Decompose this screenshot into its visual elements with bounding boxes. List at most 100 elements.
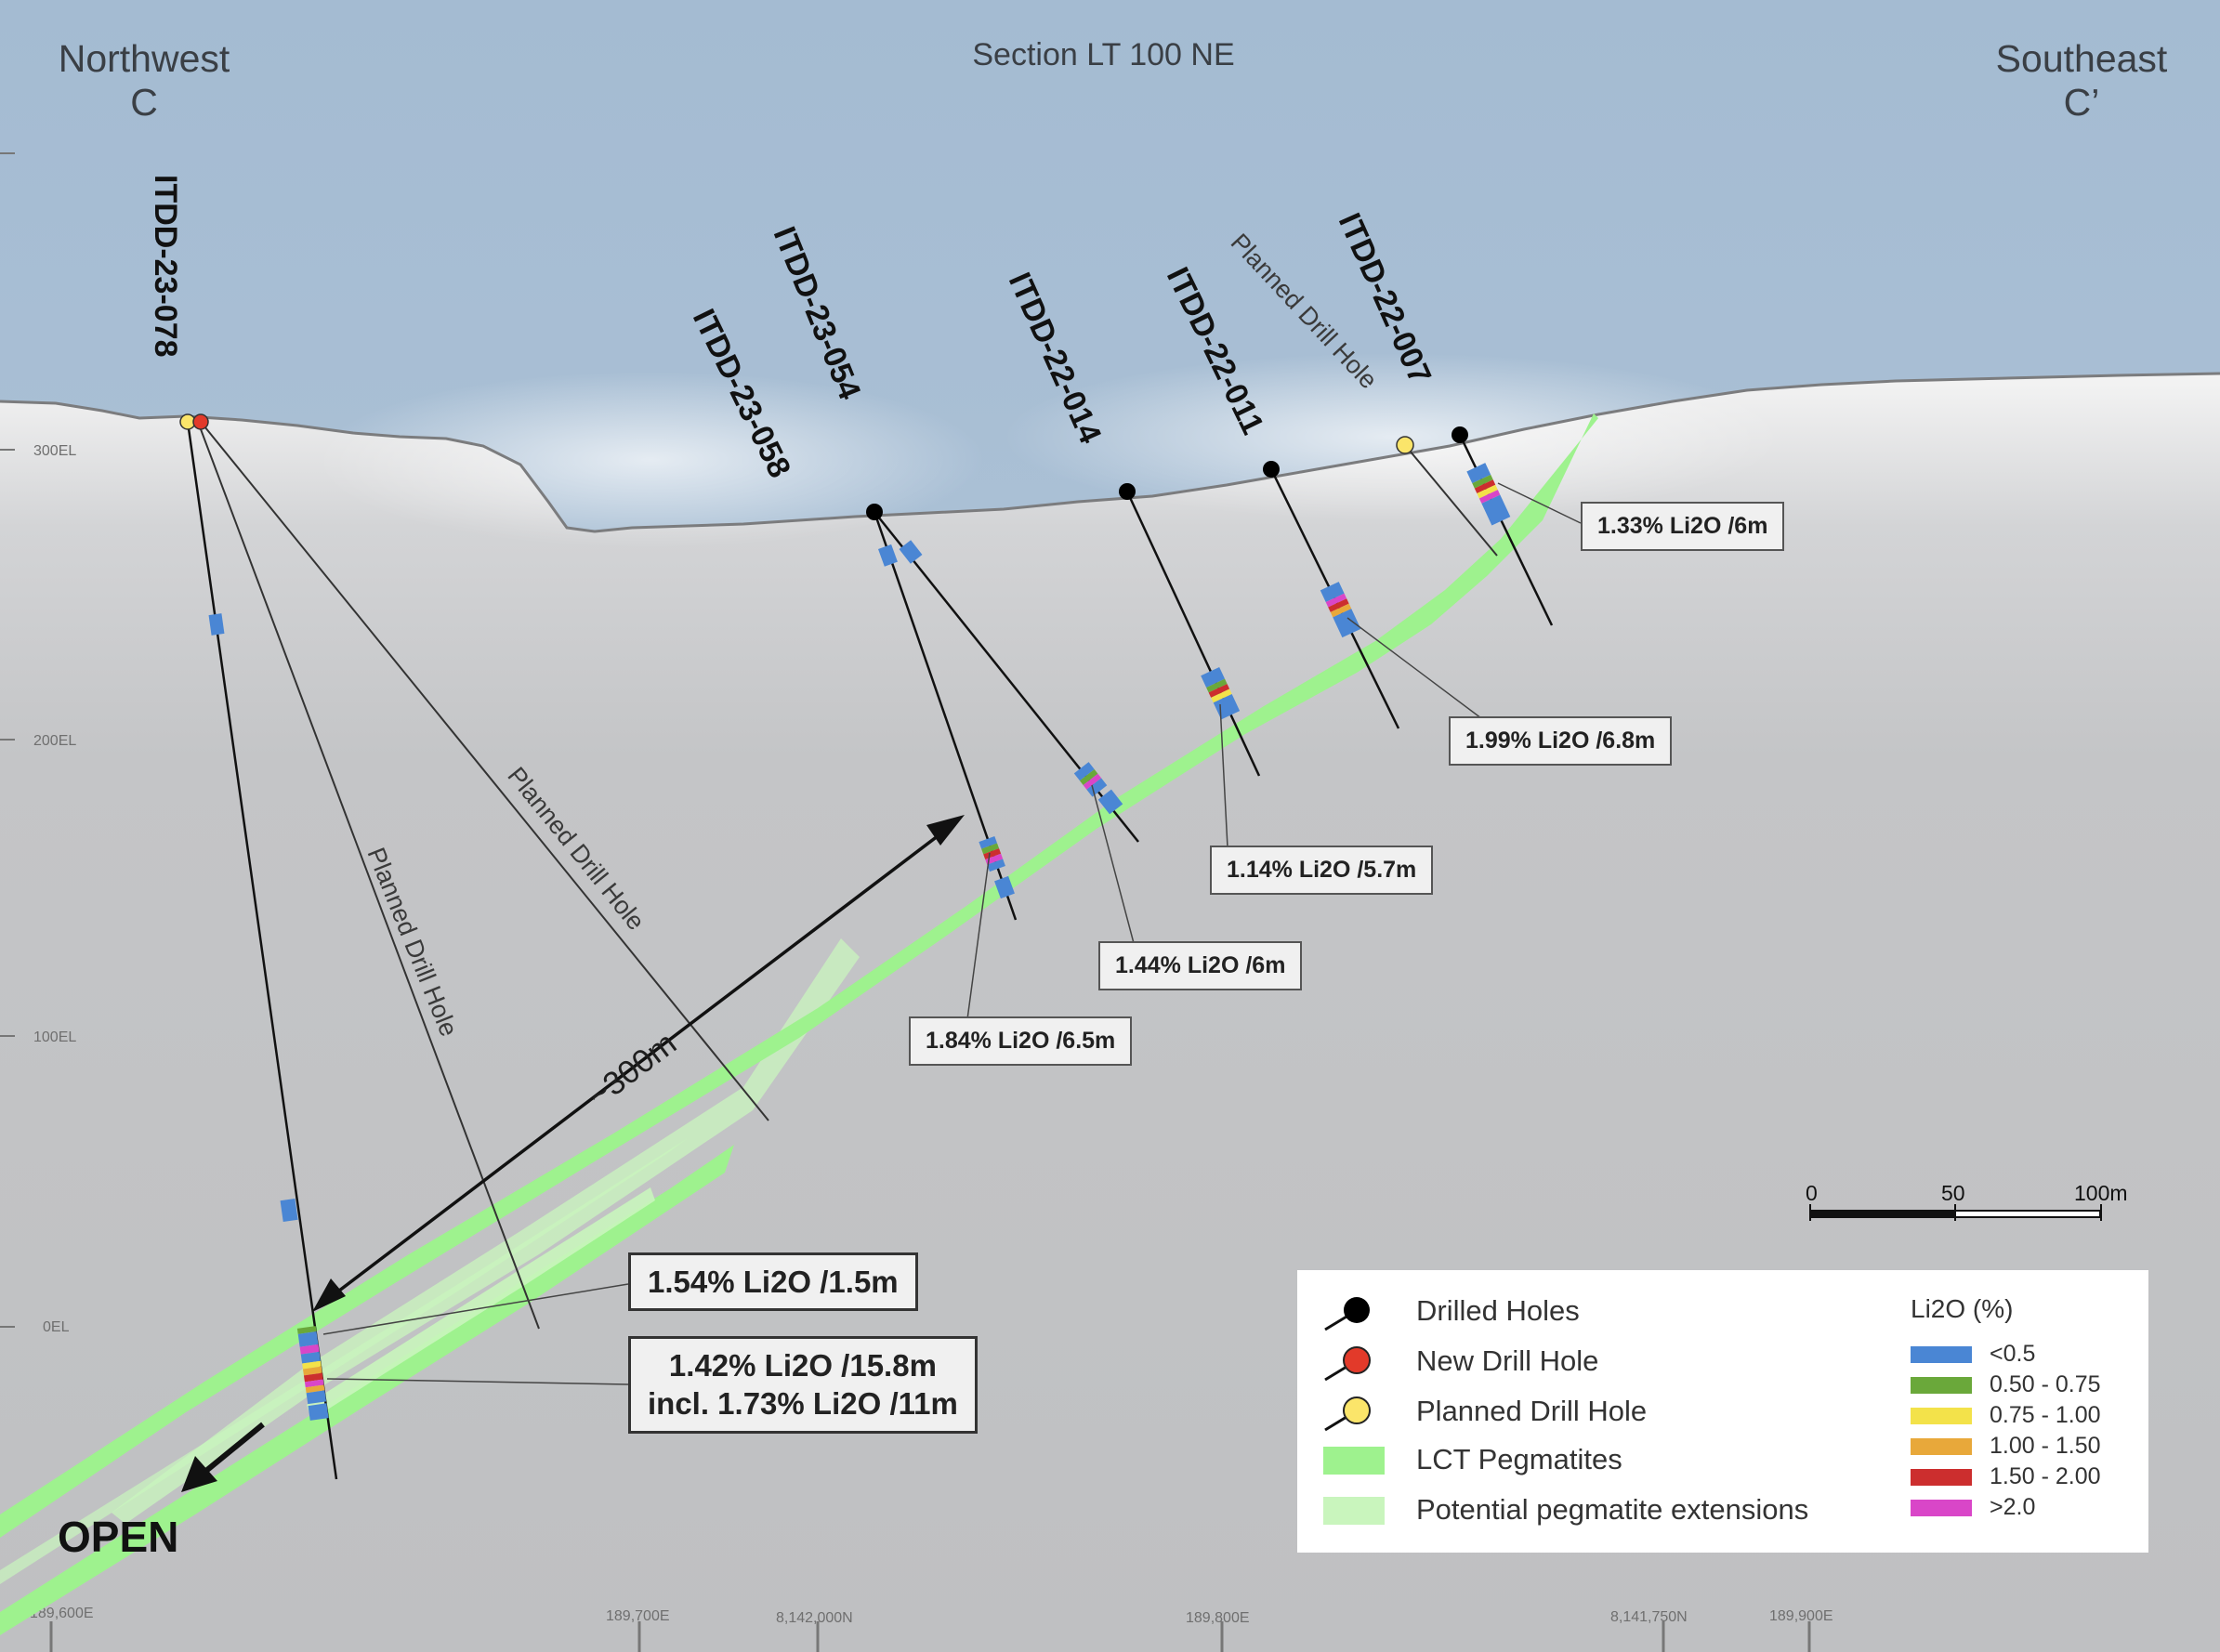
legend-potential-label: Potential pegmatite extensions <box>1416 1493 1809 1526</box>
potential-swatch <box>1323 1497 1385 1525</box>
grade-label: 1.50 - 2.00 <box>1990 1463 2101 1489</box>
elevation-label: 100EL <box>33 1029 76 1045</box>
assay-segment <box>302 1366 322 1376</box>
elevation-label: 300EL <box>33 443 76 459</box>
distance-arrow <box>312 815 965 1312</box>
easting-label: 189,700E <box>606 1608 670 1624</box>
legend-symbols <box>1323 1297 1385 1525</box>
scale-bar-segment <box>1955 1212 2099 1216</box>
hole-trace-itdd-23-078 <box>186 421 338 1480</box>
section-title: Section LT 100 NE <box>972 37 1235 72</box>
assay-segment <box>304 1379 324 1388</box>
grade-swatch <box>1911 1408 1972 1424</box>
northing-label: 8,142,000N <box>776 1610 853 1626</box>
assay-segment <box>1330 603 1352 618</box>
left-direction-label: Northwest C <box>28 37 260 125</box>
assay-stack <box>1320 582 1361 638</box>
assay-stack <box>1466 463 1511 526</box>
haze <box>316 372 985 548</box>
assay-segment <box>1208 684 1230 698</box>
assay-segment <box>987 859 1005 872</box>
intercept-callout-main: 1.42% Li2O /15.8m incl. 1.73% Li2O /11m <box>628 1336 978 1434</box>
scale-label: 0 <box>1806 1181 1818 1205</box>
grade-swatch <box>1911 1500 1972 1516</box>
leader-line <box>966 852 991 1020</box>
assay-segment <box>1320 582 1345 603</box>
intercept-line: 1.42% Li2O /15.8m <box>668 1348 937 1383</box>
intercept-callout: 1.44% Li2O /6m <box>1098 941 1303 990</box>
assay-segment <box>878 544 898 567</box>
assay-segment <box>1206 678 1228 693</box>
assay-segment <box>296 1326 317 1334</box>
assay-segment <box>899 540 923 564</box>
assay-stack <box>1073 762 1108 797</box>
assay-segment <box>985 853 1004 865</box>
grade-label: >2.0 <box>1990 1494 2036 1520</box>
new-collar-icon <box>192 413 209 430</box>
lct-pegmatite <box>0 413 1598 1538</box>
planned-hole-trace <box>200 421 769 1121</box>
leader-line <box>1497 482 1582 524</box>
scale-label: 100m <box>2074 1181 2128 1205</box>
assay-segment <box>1097 789 1123 815</box>
assay-segment <box>305 1384 325 1394</box>
elevation-axis: 300EL 200EL 100EL 0EL <box>0 152 76 1335</box>
drilled-collar-icon <box>1452 426 1468 443</box>
assay-segment <box>1083 773 1102 790</box>
grade-label: <0.5 <box>1990 1341 2036 1367</box>
leader-line <box>322 1283 629 1335</box>
planned-collar-icon <box>1396 436 1414 454</box>
open-arrow <box>181 1422 265 1492</box>
easting-label: 189,800E <box>1186 1610 1250 1626</box>
hole-trace-itdd-22-007 <box>1458 434 1554 626</box>
open-label: OPEN <box>58 1513 178 1561</box>
planned-hole-trace <box>1404 444 1498 557</box>
assay-segment <box>297 1331 319 1347</box>
legend: Drilled Holes New Drill Hole Planned Dri… <box>1297 1270 2148 1553</box>
topography-line <box>0 372 2220 533</box>
leader-line <box>1091 784 1135 944</box>
c-label: C <box>130 81 158 125</box>
assay-segment <box>1073 762 1095 781</box>
potential-pegmatite-extension <box>307 1187 655 1420</box>
assay-stack <box>979 836 1005 872</box>
assay-segment <box>981 843 1000 855</box>
assay-segment <box>1477 484 1498 499</box>
assay-segment <box>979 836 998 849</box>
legend-grade-title: Li2O (%) <box>1911 1294 2014 1323</box>
assay-segment <box>1211 688 1232 703</box>
legend-planned-label: Planned Drill Hole <box>1416 1395 1648 1427</box>
scale-label: 50 <box>1941 1181 1965 1205</box>
assay-segment <box>208 613 225 636</box>
assay-segment <box>308 1403 329 1421</box>
assay-segment <box>303 1372 323 1383</box>
grade-swatch <box>1911 1377 1972 1394</box>
collars <box>179 413 1468 520</box>
legend-drilled-label: Drilled Holes <box>1416 1294 1580 1327</box>
arrowhead-icon <box>926 815 965 846</box>
intercept-callout: 1.33% Li2O /6m <box>1581 502 1785 551</box>
drilled-collar-icon <box>866 504 883 520</box>
grade-swatch <box>1911 1346 1972 1363</box>
right-direction-label: Southeast C’ <box>1961 37 2202 125</box>
hole-trace-itdd-22-014 <box>1125 491 1261 777</box>
hole-label-itdd-23-078: ITDD-23-078 <box>148 175 183 358</box>
grade-swatch <box>1911 1438 1972 1455</box>
assay-segment <box>1328 598 1349 612</box>
assay-segment <box>302 1360 322 1370</box>
assay-segment <box>1079 768 1098 786</box>
assay-segment <box>1333 609 1361 638</box>
potential-pegmatite-extension <box>0 1138 688 1584</box>
planned-hole-trace <box>197 421 540 1330</box>
intercept-callout: 1.99% Li2O /6.8m <box>1449 716 1673 766</box>
legend-lct-label: LCT Pegmatites <box>1416 1443 1622 1475</box>
assay-segment <box>299 1344 320 1355</box>
lct-swatch <box>1323 1447 1385 1475</box>
assay-segment <box>1478 490 1501 504</box>
leader-line <box>1346 617 1482 719</box>
drilled-collar-icon <box>1263 461 1280 478</box>
arrowhead-icon <box>181 1456 217 1492</box>
c-prime-label: C’ <box>2063 81 2100 125</box>
assay-segment <box>1325 593 1347 608</box>
assay-segment <box>306 1390 327 1405</box>
